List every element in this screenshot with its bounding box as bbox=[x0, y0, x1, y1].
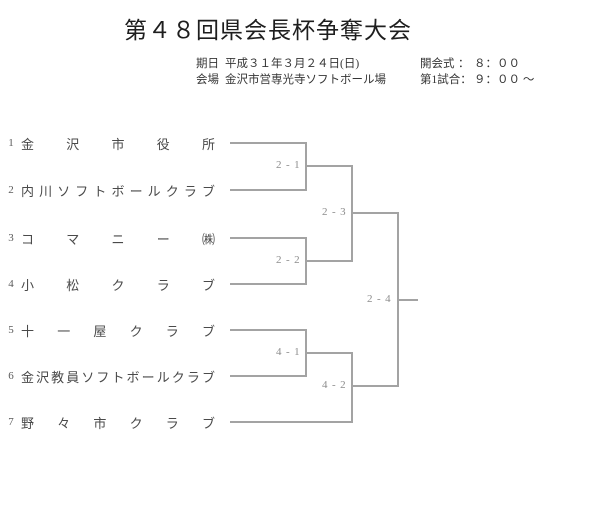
team-row-4: 4 小松クラブ bbox=[0, 276, 230, 293]
bracket-line-team2 bbox=[230, 189, 306, 191]
team-name: 小松クラブ bbox=[21, 277, 215, 293]
bracket-line-team6 bbox=[230, 375, 306, 377]
first-game-label: 第1試合： bbox=[420, 74, 472, 86]
date-value: 平成３１年３月２４日(日) bbox=[225, 58, 360, 70]
opening-ceremony-separator: ： bbox=[458, 58, 470, 70]
game-label-4-2: 4-2 bbox=[322, 379, 351, 391]
first-game-time: ９：００ ～ bbox=[474, 74, 535, 86]
game-label-2-3: 2-3 bbox=[322, 206, 351, 218]
team-number: 7 bbox=[8, 416, 14, 428]
bracket-winner-line-final bbox=[397, 299, 418, 301]
team-number: 5 bbox=[8, 324, 14, 336]
team-row-7: 7 野々市クラブ bbox=[0, 414, 230, 431]
bracket-winner-line-game4-1 bbox=[305, 352, 353, 354]
opening-ceremony-label: 開会式 bbox=[420, 58, 455, 70]
team-name: コマニー㈱ bbox=[21, 231, 215, 247]
bracket-winner-line-game2-2 bbox=[305, 260, 353, 262]
team-row-1: 1 金沢市役所 bbox=[0, 135, 230, 152]
date-label: 期日 bbox=[196, 58, 219, 70]
page-title: 第４８回県会長杯争奪大会 bbox=[124, 18, 412, 43]
game-label-2-2: 2-2 bbox=[276, 254, 305, 266]
game-label-2-1: 2-1 bbox=[276, 159, 305, 171]
opening-ceremony-time: ８：００ bbox=[474, 58, 520, 70]
team-name: 金沢教員ソフトボールクラブ bbox=[21, 369, 215, 385]
bracket-connector-game4-2 bbox=[351, 352, 353, 423]
team-number: 2 bbox=[8, 184, 14, 196]
team-number: 3 bbox=[8, 232, 14, 244]
venue-value: 金沢市営専光寺ソフトボール場 bbox=[225, 74, 386, 86]
bracket-winner-line-game2-3 bbox=[351, 212, 399, 214]
team-row-6: 6 金沢教員ソフトボールクラブ bbox=[0, 368, 230, 385]
team-name: 金沢市役所 bbox=[21, 136, 215, 152]
team-number: 1 bbox=[8, 137, 14, 149]
venue-label: 会場 bbox=[196, 74, 219, 86]
bracket-line-team1 bbox=[230, 142, 306, 144]
team-row-5: 5 十一屋クラブ bbox=[0, 322, 230, 339]
bracket-line-team4 bbox=[230, 283, 306, 285]
team-name: 野々市クラブ bbox=[21, 415, 215, 431]
bracket-winner-line-game4-2 bbox=[351, 385, 399, 387]
game-label-2-4: 2-4 bbox=[367, 293, 396, 305]
team-name: 内川ソフトボールクラブ bbox=[21, 183, 215, 199]
game-label-4-1: 4-1 bbox=[276, 346, 305, 358]
bracket-line-team7 bbox=[230, 421, 353, 423]
team-row-2: 2 内川ソフトボールクラブ bbox=[0, 182, 230, 199]
team-number: 6 bbox=[8, 370, 14, 382]
bracket-winner-line-game2-1 bbox=[305, 165, 353, 167]
team-name: 十一屋クラブ bbox=[21, 323, 215, 339]
bracket-line-team5 bbox=[230, 329, 306, 331]
bracket-line-team3 bbox=[230, 237, 306, 239]
team-number: 4 bbox=[8, 278, 14, 290]
team-row-3: 3 コマニー㈱ bbox=[0, 230, 230, 247]
